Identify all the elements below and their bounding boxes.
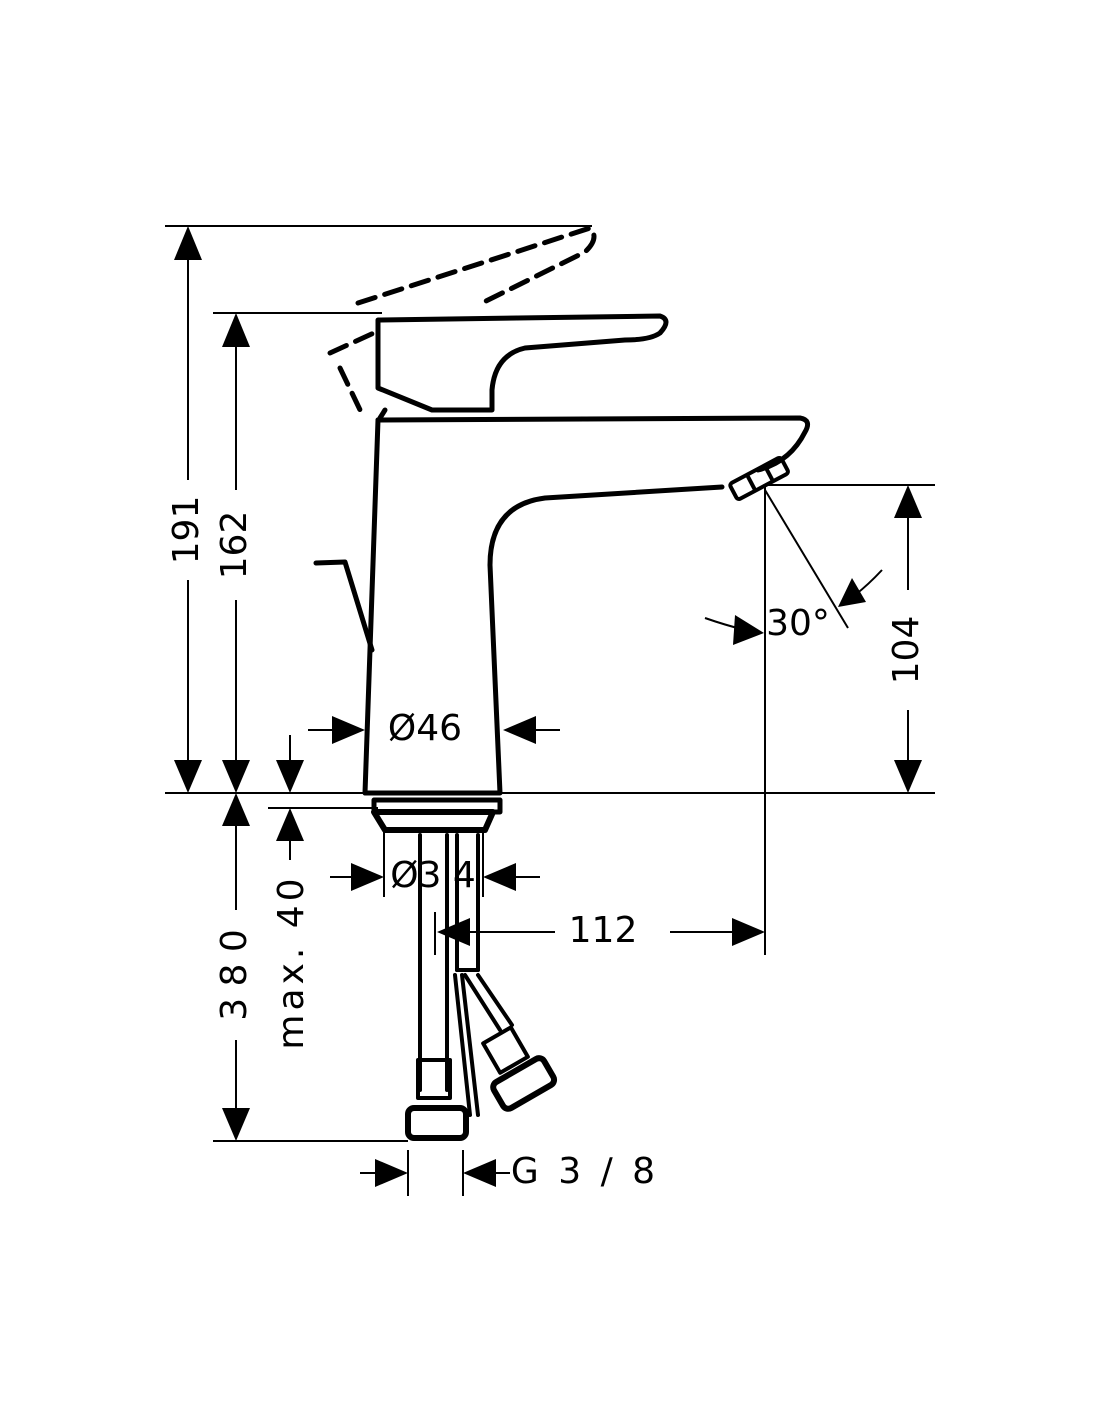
extension-lines [165,225,935,1196]
faucet-body [362,415,811,796]
aerator [728,455,790,501]
dimension-g3-8-label: G 3 / 8 [511,1151,659,1192]
dimension-diameter-46: Ø46 [308,708,560,749]
dimension-162-label: 162 [214,511,255,580]
dimension-max-40: max. 40 [271,735,312,1050]
popup-drain-lever [313,559,375,653]
faucet-handle [327,225,669,421]
dimension-34-label: Ø3 4 [390,855,476,896]
dimension-380-label: 3 8 0 [214,929,255,1021]
dimension-104-label: 104 [886,616,927,685]
dimension-162: 162 [214,313,255,793]
dimension-max-40-label: max. 40 [271,874,312,1049]
dimension-diameter-34: Ø3 4 [330,855,540,896]
dimension-g3-8: G 3 / 8 [360,1151,659,1192]
dimension-191: 191 [166,226,207,793]
dimension-104: 104 [886,485,927,793]
dimension-191-label: 191 [166,496,207,565]
dimension-112-label: 112 [569,910,638,951]
dimension-380: 3 8 0 [214,793,255,1141]
dimension-30-label: 30° [766,603,830,644]
dimension-112: 112 [437,910,765,951]
mounting-and-hoses [371,797,558,1141]
dimension-30-degree-angle: 30° [704,489,883,645]
dimension-46-label: Ø46 [388,708,462,749]
